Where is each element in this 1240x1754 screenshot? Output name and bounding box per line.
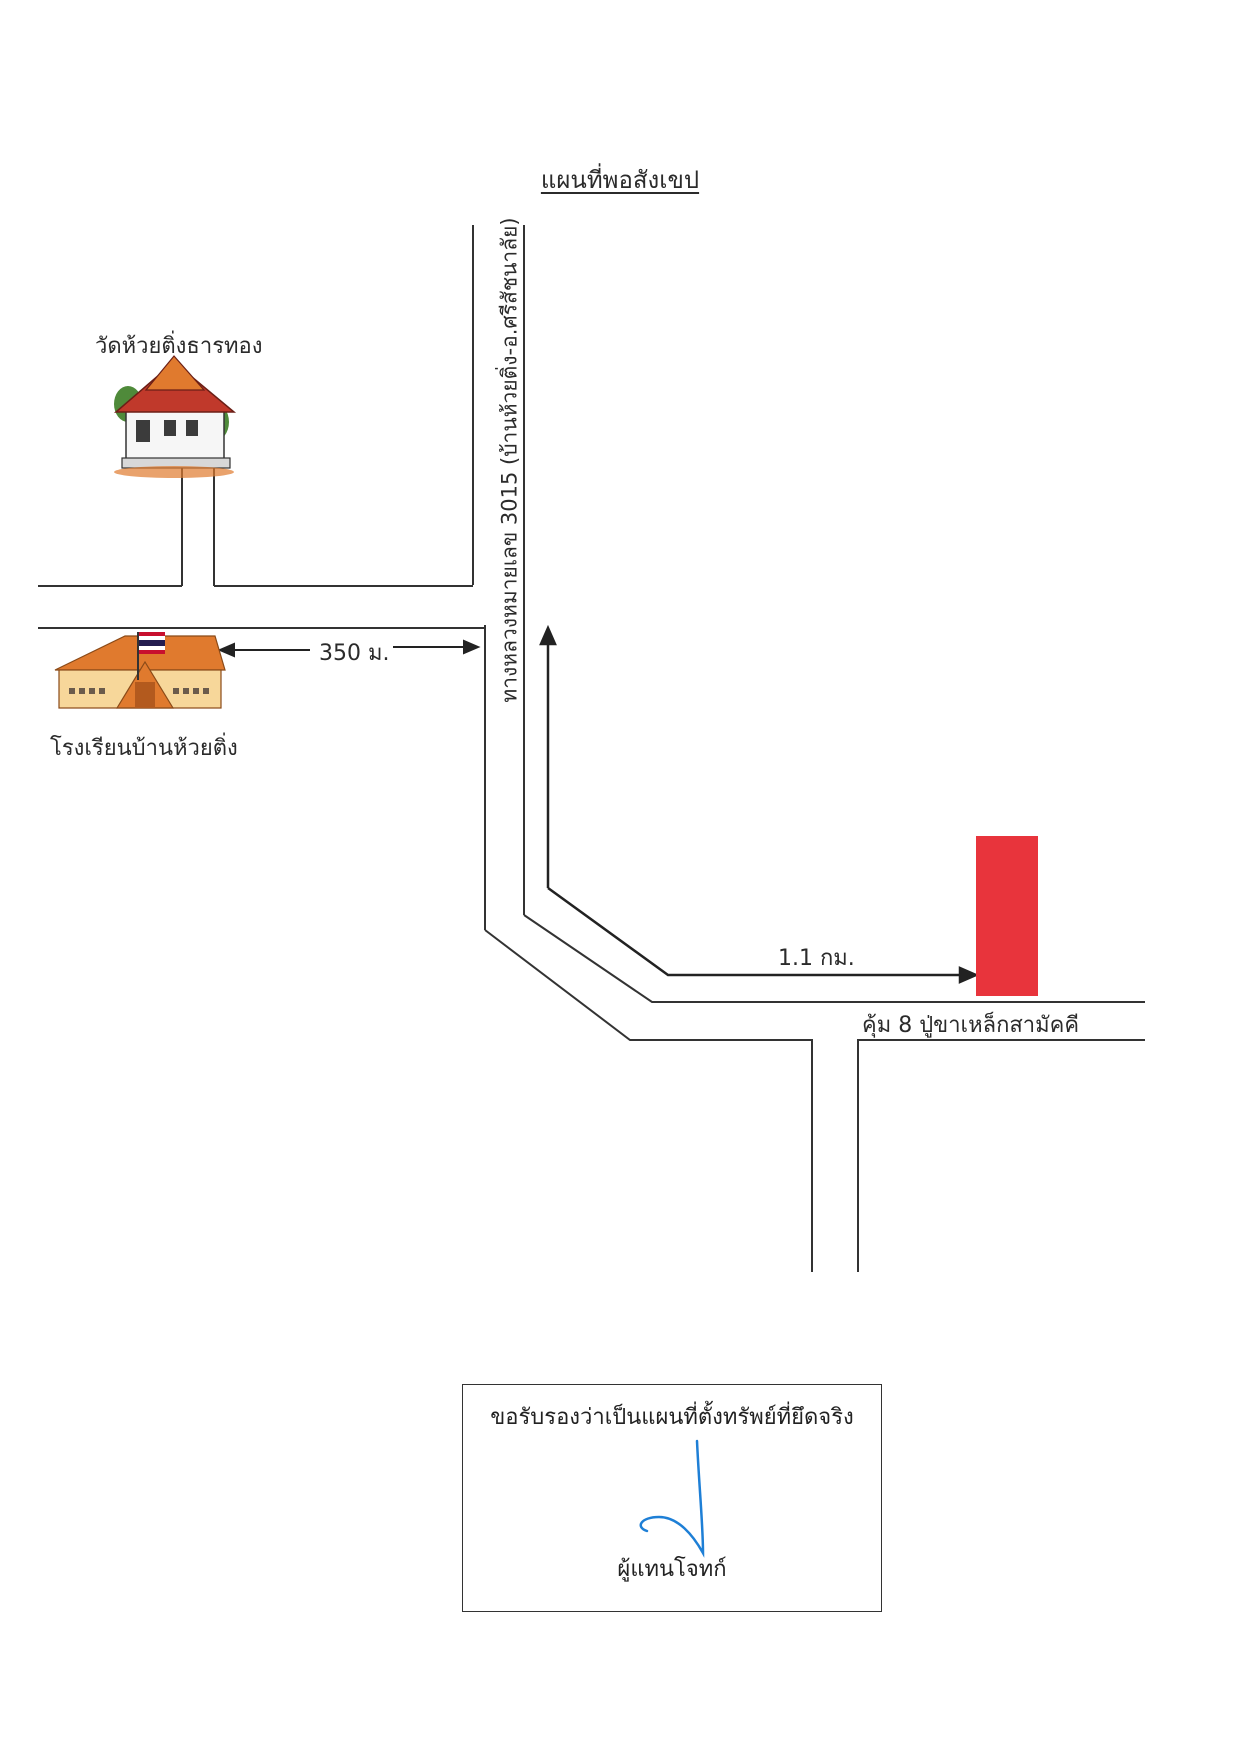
highway-lower-left-edge [484, 929, 813, 1272]
distance-label-1-1km: 1.1 กม. [778, 946, 855, 971]
property-marker [976, 836, 1038, 996]
temple-icon [113, 355, 237, 478]
certification-text: ขอรับรองว่าเป็นแผนที่ตั้งทรัพย์ที่ยึดจริ… [490, 1405, 854, 1430]
side-road-edge [857, 1039, 1145, 1272]
certification-box: ขอรับรองว่าเป็นแผนที่ตั้งทรัพย์ที่ยึดจริ… [462, 1384, 882, 1612]
route-arrow [539, 624, 980, 984]
distance-label-350: 350 ม. [315, 635, 394, 670]
highway-upper-right-edge [523, 914, 1145, 1003]
signature [639, 1439, 705, 1558]
temple-label: วัดห้วยติ่งธารทอง [95, 334, 263, 359]
thai-flag-icon [137, 632, 165, 680]
map-title: แผนที่พอสังเขป [540, 166, 700, 194]
school-label: โรงเรียนบ้านห้วยติ่ง [50, 736, 238, 761]
property-village-label: คุ้ม 8 ปู่ขาเหล็กสามัคคี [862, 1013, 1080, 1038]
signer-label: ผู้แทนโจทก์ [617, 1557, 727, 1582]
distance-arrow-350 [217, 639, 481, 658]
highway-label: ทางหลวงหมายเลข 3015 (บ้านห้วยติ่ง-อ.ศรีส… [497, 217, 522, 703]
